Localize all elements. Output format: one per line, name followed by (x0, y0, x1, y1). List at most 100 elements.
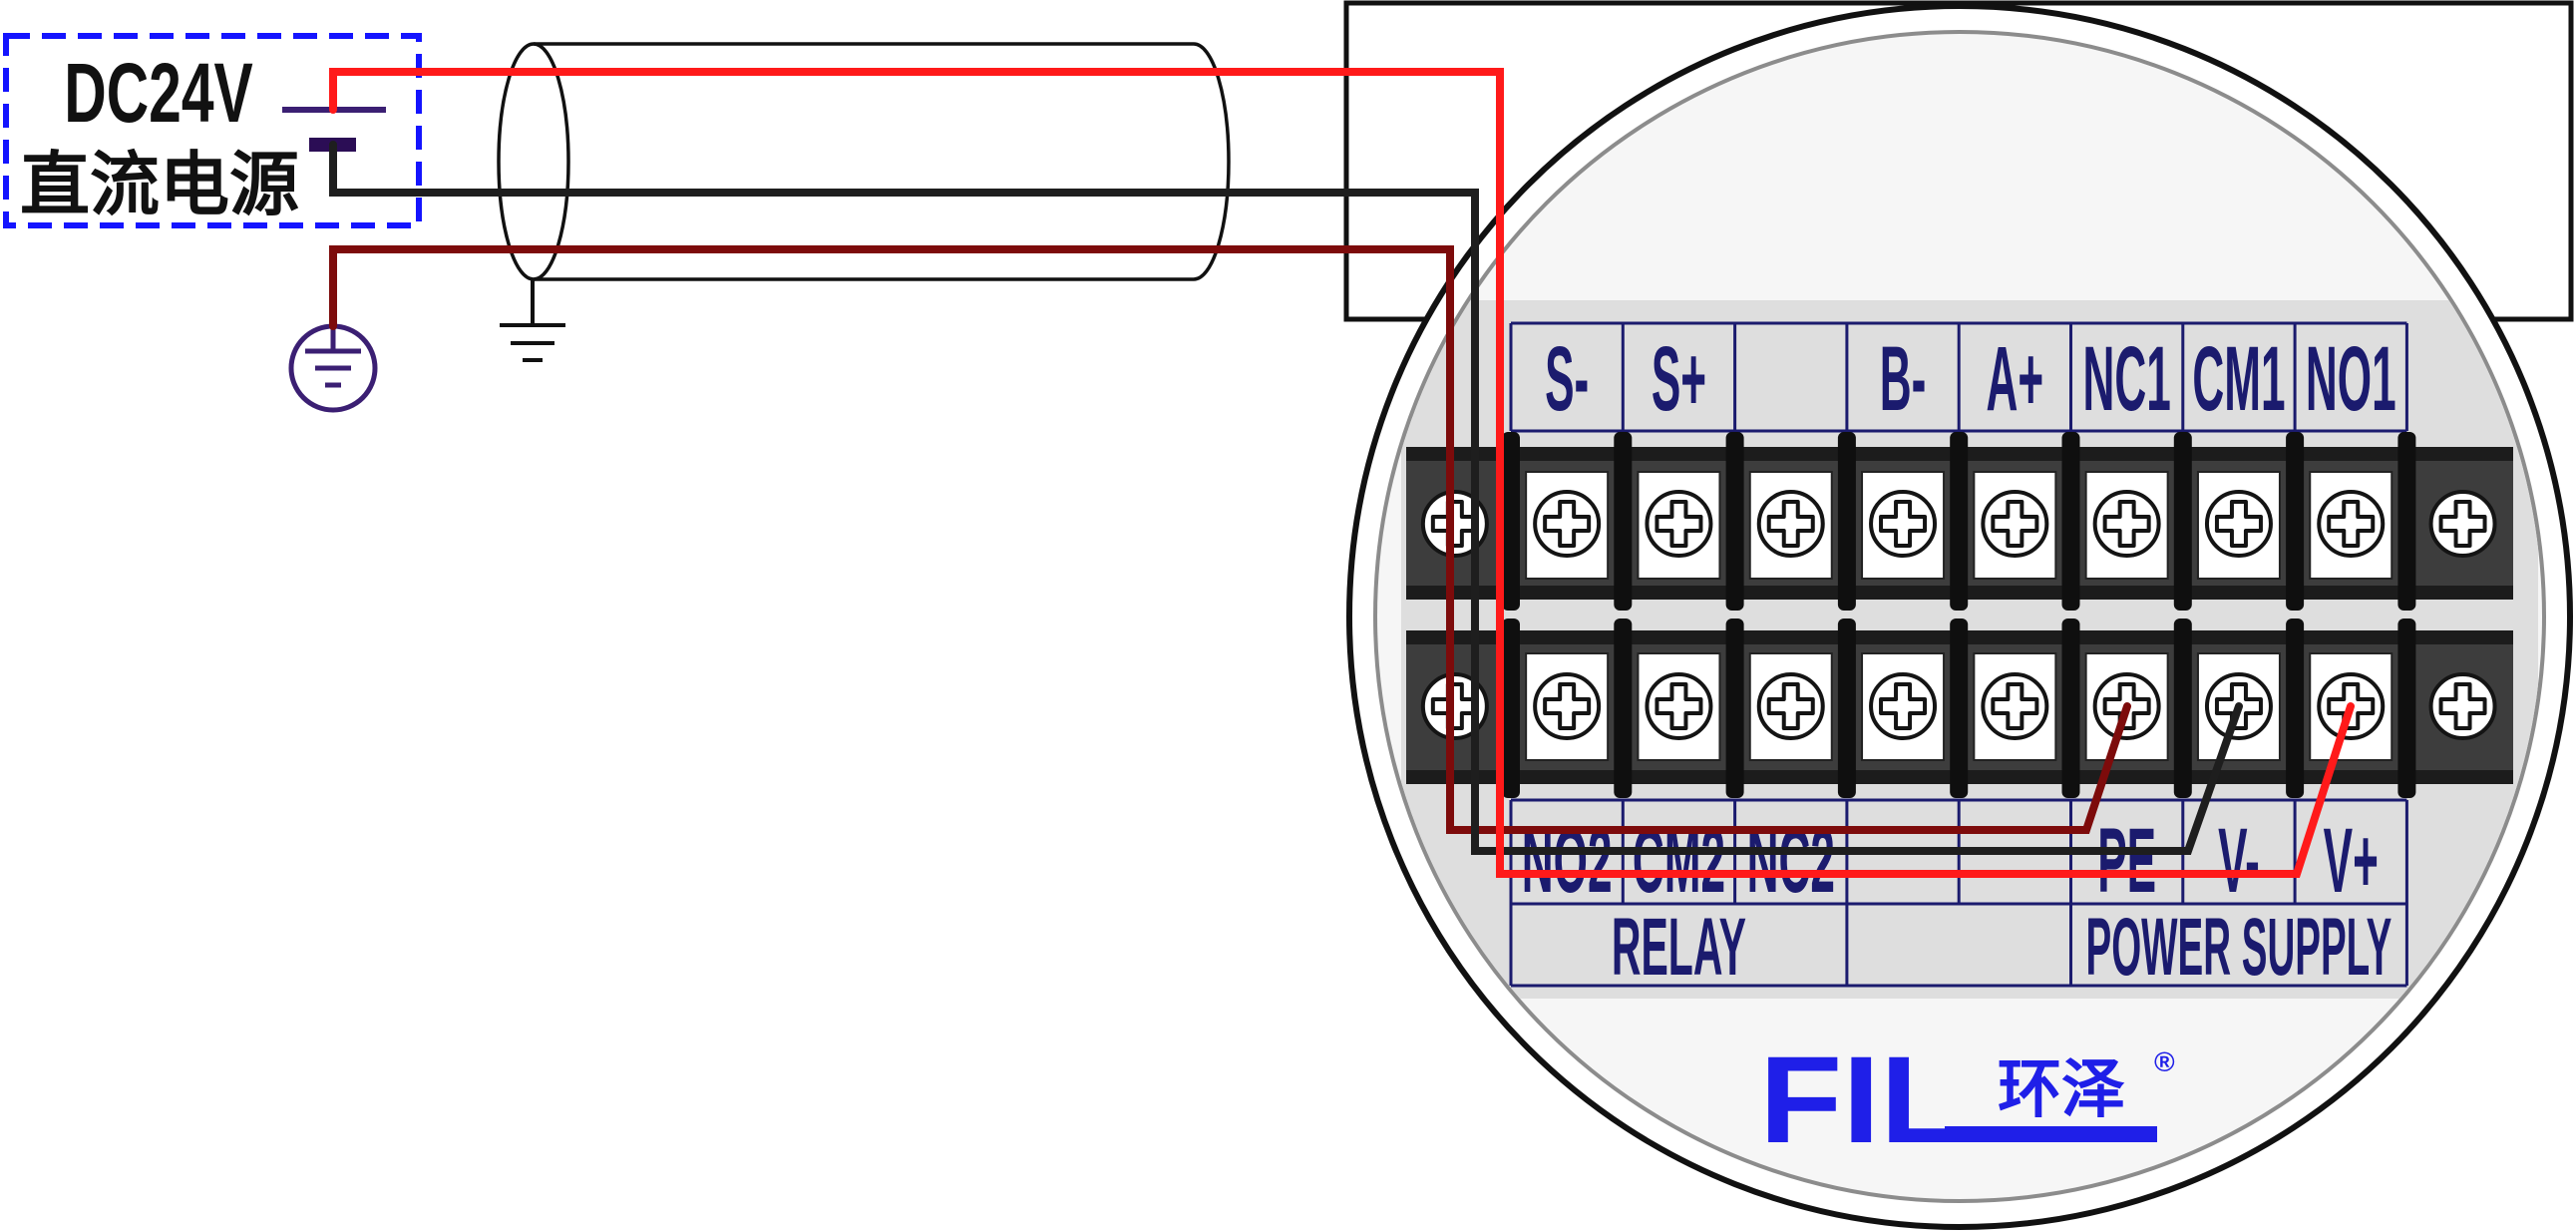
group-label-power-supply: POWER SUPPLY (2086, 901, 2392, 993)
terminal-label-nc2: NC2 (1747, 810, 1835, 912)
terminal-label-s-minus: S- (1545, 328, 1589, 430)
label-slot: NO2 (1522, 810, 1613, 912)
terminal-separator (2286, 432, 2305, 611)
group-label-relay: RELAY (1612, 900, 1746, 992)
screw-slot (1430, 682, 1479, 730)
terminal-separator (1950, 618, 1969, 798)
terminal-label-v-plus: V+ (2324, 810, 2379, 912)
source-type-label: 直流电源 (20, 144, 299, 225)
battery-icon (282, 107, 386, 152)
screw-icon (2204, 490, 2273, 558)
label-slot: B- (1880, 328, 1927, 430)
screw-slot (1991, 682, 2039, 730)
screw-slot (1991, 500, 2039, 548)
label-slot: NC1 (2082, 328, 2170, 430)
terminal-label-b-minus: B- (1880, 328, 1927, 430)
terminal-separator (2286, 618, 2305, 798)
screw-icon (1981, 490, 2049, 558)
wires (329, 68, 2355, 878)
screw-icon (1981, 672, 2049, 740)
screw-slot (1766, 500, 1815, 548)
terminal-labels-top: S- S+ B- A+ NC1 CM1 NO1 (1545, 328, 2396, 430)
power-source-box (3, 33, 422, 228)
voltage-label: DC24V (64, 47, 253, 141)
screw-slot (1766, 682, 1815, 730)
terminal-separator (2061, 618, 2080, 798)
label-slot: A+ (1987, 328, 2044, 430)
screw-icon (1645, 672, 1713, 740)
screw-slot (1543, 682, 1592, 730)
terminal-label-a-plus: A+ (1987, 328, 2044, 430)
logo-mark-slot: FIL (1759, 1030, 1964, 1169)
screw-icon (2428, 672, 2497, 740)
logo-underline (1945, 1126, 2157, 1142)
label-slot: NC2 (1747, 810, 1835, 912)
ground-icon (288, 323, 378, 413)
screw-icon (2317, 490, 2386, 558)
screw-slot (2438, 682, 2487, 730)
label-slot: POWER SUPPLY (2086, 901, 2392, 993)
logo-mark: FIL (1759, 1030, 1964, 1169)
screw-icon (2092, 490, 2161, 558)
screw-slot (2214, 500, 2263, 548)
logo-name: 环泽 (1998, 1053, 2125, 1127)
terminal-label-cm2: CM2 (1633, 810, 1725, 912)
terminal-separator (2173, 618, 2192, 798)
screw-slot (1879, 500, 1928, 548)
label-slot: PE (2097, 810, 2156, 912)
positive-wire (329, 68, 2355, 878)
terminal-label-pe: PE (2097, 810, 2156, 912)
screw-slot (1655, 682, 1703, 730)
screw-icon (1756, 490, 1825, 558)
label-slot: V- (2218, 810, 2260, 912)
screw-slot (1430, 500, 1479, 548)
terminal-row-lower (1406, 618, 2513, 798)
terminal-group-labels: RELAY POWER SUPPLY (1612, 900, 2392, 993)
terminal-row-upper (1406, 432, 2513, 611)
screw-icon (1645, 490, 1713, 558)
shielded-cable (497, 42, 1231, 281)
terminal-separator (2173, 432, 2192, 611)
terminal-label-s-plus: S+ (1652, 328, 1706, 430)
screw-slot (1543, 500, 1592, 548)
screw-icon (1420, 490, 1489, 558)
terminal-separator (1614, 432, 1633, 611)
screw-icon (1533, 672, 1602, 740)
screw-icon (2428, 490, 2497, 558)
terminal-block (1406, 432, 2513, 798)
label-slot: NO1 (2306, 328, 2396, 430)
screw-slot (1879, 682, 1928, 730)
terminal-separator (1502, 618, 1520, 798)
screw-icon (1533, 490, 1602, 558)
screw-icon (1420, 672, 1489, 740)
label-slot: CM2 (1633, 810, 1725, 912)
earth-wire (329, 245, 2131, 834)
terminal-label-grid (1509, 321, 2408, 988)
brand-logo: FIL 环泽 ® (1759, 1030, 2175, 1169)
screw-slot (1655, 500, 1703, 548)
terminal-separator (2397, 432, 2416, 611)
negative-wire (329, 141, 2243, 855)
label-slot: V+ (2324, 810, 2379, 912)
shield-ground-icon (500, 279, 565, 362)
screw-slot (2327, 500, 2376, 548)
screw-slot (2438, 500, 2487, 548)
label-slot: CM1 (2192, 328, 2285, 430)
terminal-separator (1614, 618, 1633, 798)
terminal-separator (1725, 618, 1744, 798)
terminal-separator (1725, 432, 1744, 611)
terminal-label-v-minus: V- (2218, 810, 2260, 912)
terminal-separator (2397, 618, 2416, 798)
screw-icon (1756, 672, 1825, 740)
terminal-label-nc1: NC1 (2082, 328, 2170, 430)
screw-icon (1869, 672, 1938, 740)
screw-slot (2102, 500, 2151, 548)
screw-icon (1869, 490, 1938, 558)
terminal-label-cm1: CM1 (2192, 328, 2285, 430)
terminal-separator (1837, 618, 1856, 798)
registered-mark: ® (2154, 1046, 2175, 1077)
label-slot: S+ (1652, 328, 1706, 430)
power-source: DC24V 直流电源 (3, 33, 422, 228)
terminal-separator (1837, 432, 1856, 611)
